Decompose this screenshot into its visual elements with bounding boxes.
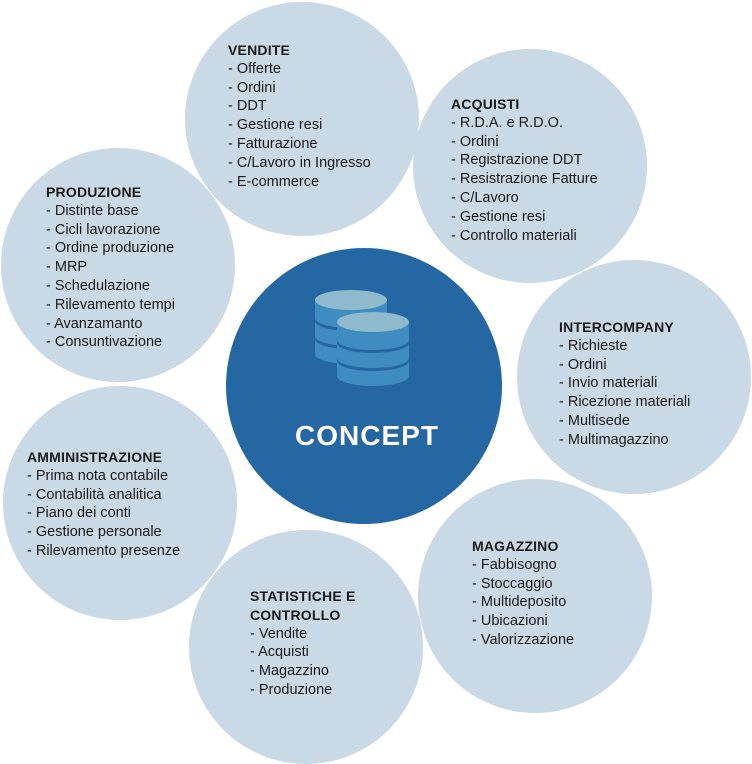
module-item: Contabilità analitica <box>27 486 180 505</box>
module-item: C/Lavoro in Ingresso <box>228 154 371 173</box>
module-intercompany: INTERCOMPANY RichiesteOrdiniInvio materi… <box>559 318 690 450</box>
module-item: Controllo materiali <box>451 227 598 246</box>
module-item: Ricezione materiali <box>559 393 691 412</box>
module-item: Schedulazione <box>46 277 175 296</box>
database-icon <box>315 290 409 386</box>
module-item: Ubicazioni <box>472 612 574 631</box>
module-item: Offerte <box>228 60 371 79</box>
module-item: Vendite <box>250 625 385 644</box>
front-cylinder-top <box>337 312 409 332</box>
module-item: Magazzino <box>250 662 385 681</box>
module-item: Ordini <box>559 356 690 375</box>
module-item: R.D.A. e R.D.O. <box>451 114 598 133</box>
module-item: Acquisti <box>250 643 385 662</box>
module-acquisti: ACQUISTI R.D.A. e R.D.O.OrdiniRegistrazi… <box>451 95 598 245</box>
module-item: Resistrazione Fatture <box>451 170 598 189</box>
front-cylinder-band-2 <box>337 358 409 371</box>
module-item: Rilevamento tempi <box>46 296 175 315</box>
module-item: Rilevamento presenze <box>27 542 180 561</box>
module-title: MAGAZZINO <box>472 538 559 554</box>
module-item: C/Lavoro <box>451 189 598 208</box>
module-item: Cicli lavorazione <box>46 221 175 240</box>
module-item: Ordini <box>451 133 598 152</box>
module-item: DDT <box>228 97 371 116</box>
module-item-list: Distinte baseCicli lavorazioneOrdine pro… <box>46 202 175 352</box>
module-item-list: R.D.A. e R.D.O.OrdiniRegistrazione DDTRe… <box>451 114 598 246</box>
module-item: E-commerce <box>228 173 371 192</box>
module-item: Richieste <box>559 337 690 356</box>
module-item: Avanzamanto <box>46 315 175 334</box>
module-item: Stoccaggio <box>472 575 574 594</box>
back-cylinder-top <box>315 290 387 310</box>
module-item: Gestione personale <box>27 523 180 542</box>
module-item: Multimagazzino <box>559 431 690 450</box>
module-item: Ordine produzione <box>46 239 175 258</box>
module-item: Registrazione DDT <box>451 151 598 170</box>
module-produzione: PRODUZIONE Distinte baseCicli lavorazion… <box>46 183 175 352</box>
module-item: Multideposito <box>472 593 574 612</box>
module-item: Fatturazione <box>228 135 371 154</box>
module-item: Fabbisogno <box>472 556 574 575</box>
module-item-list: FabbisognoStoccaggioMultidepositoUbicazi… <box>472 556 574 650</box>
module-item: Ordini <box>228 79 371 98</box>
module-item: Invio materiali <box>559 374 690 393</box>
concept-title: CONCEPT <box>295 420 439 451</box>
front-cylinder-body <box>337 322 409 386</box>
module-item: Consuntivazione <box>46 333 175 352</box>
module-title: PRODUZIONE <box>46 184 142 200</box>
database-front-cylinder <box>337 312 409 386</box>
module-magazzino: MAGAZZINO FabbisognoStoccaggioMultidepos… <box>472 537 574 650</box>
module-title: STATISTICHE E CONTROLLO <box>250 588 356 623</box>
module-title: AMMINISTRAZIONE <box>27 449 163 465</box>
module-item: Produzione <box>250 681 385 700</box>
module-title: VENDITE <box>228 42 291 58</box>
module-item: Valorizzazione <box>472 631 574 650</box>
module-item: Gestione resi <box>451 208 598 227</box>
module-amministrazione: AMMINISTRAZIONE Prima nota contabileCont… <box>27 448 180 561</box>
module-item-list: VenditeAcquistiMagazzinoProduzione <box>250 625 385 700</box>
module-item: Distinte base <box>46 202 175 221</box>
module-title: INTERCOMPANY <box>559 319 674 335</box>
module-item: Multisede <box>559 412 690 431</box>
module-item: Prima nota contabile <box>27 467 180 486</box>
module-item: Gestione resi <box>228 116 371 135</box>
module-item-list: Prima nota contabileContabilità analitic… <box>27 467 180 561</box>
module-item: MRP <box>46 258 175 277</box>
module-vendite: VENDITE OfferteOrdiniDDTGestione resiFat… <box>228 41 371 191</box>
module-item-list: OfferteOrdiniDDTGestione resiFatturazion… <box>228 60 371 192</box>
front-cylinder-band-1 <box>337 340 409 353</box>
module-statistiche: STATISTICHE E CONTROLLO VenditeAcquistiM… <box>250 587 385 700</box>
module-title: ACQUISTI <box>451 96 520 112</box>
module-item: Piano dei conti <box>27 504 180 523</box>
module-item-list: RichiesteOrdiniInvio materialiRicezione … <box>559 337 691 450</box>
